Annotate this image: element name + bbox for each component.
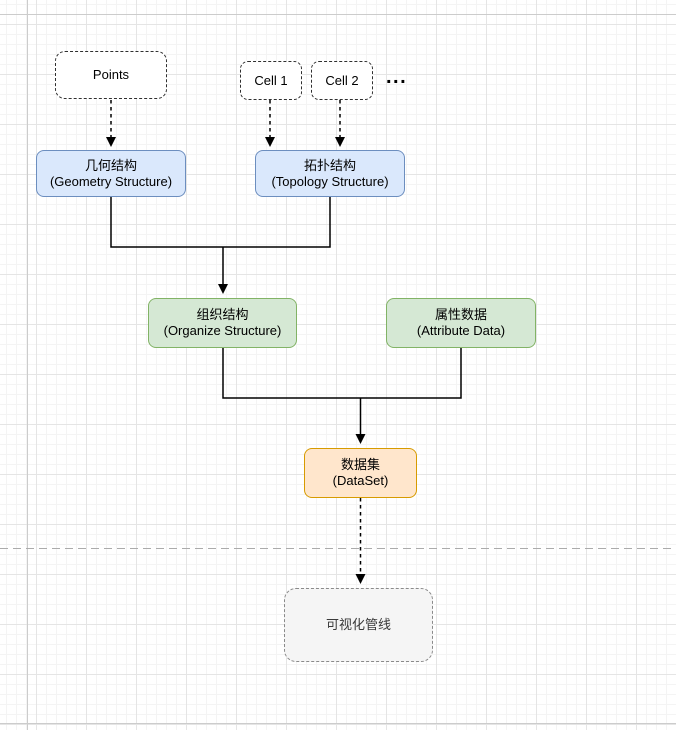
- page-boundary-bottom: [0, 723, 676, 724]
- node-cell-2[interactable]: Cell 2: [311, 61, 373, 100]
- node-topology-structure[interactable]: 拓扑结构 (Topology Structure): [255, 150, 405, 197]
- node-dataset-title: 数据集: [340, 457, 380, 472]
- node-cell-1[interactable]: Cell 1: [240, 61, 302, 100]
- node-geometry-structure[interactable]: 几何结构 (Geometry Structure): [36, 150, 186, 197]
- node-dataset-subtitle: (DataSet): [332, 473, 389, 488]
- node-organize-title: 组织结构: [196, 307, 249, 322]
- node-points-label: Points: [92, 67, 130, 82]
- node-dataset[interactable]: 数据集 (DataSet): [304, 448, 417, 498]
- node-pipeline-title: 可视化管线: [325, 617, 391, 632]
- node-topology-subtitle: (Topology Structure): [271, 173, 389, 189]
- node-visualization-pipeline[interactable]: 可视化管线: [284, 588, 433, 662]
- node-attribute-subtitle: (Attribute Data): [416, 323, 506, 338]
- node-geometry-title: 几何结构: [84, 157, 137, 173]
- node-geometry-subtitle: (Geometry Structure): [49, 173, 173, 189]
- node-attribute-title: 属性数据: [434, 307, 487, 322]
- node-topology-title: 拓扑结构: [303, 157, 356, 173]
- node-organize-subtitle: (Organize Structure): [163, 323, 282, 338]
- node-points[interactable]: Points: [55, 51, 167, 99]
- edge-structures-merge: [110, 197, 331, 248]
- node-cell1-label: Cell 1: [254, 72, 288, 88]
- page-boundary-top: [0, 14, 676, 15]
- edge-organize-attribute-merge: [222, 347, 462, 399]
- page-boundary-left: [27, 0, 28, 730]
- node-attribute-data[interactable]: 属性数据 (Attribute Data): [386, 298, 536, 348]
- node-organize-structure[interactable]: 组织结构 (Organize Structure): [148, 298, 297, 348]
- more-cells-ellipsis: ...: [386, 66, 408, 88]
- node-cell2-label: Cell 2: [325, 72, 359, 88]
- section-divider: [0, 548, 676, 549]
